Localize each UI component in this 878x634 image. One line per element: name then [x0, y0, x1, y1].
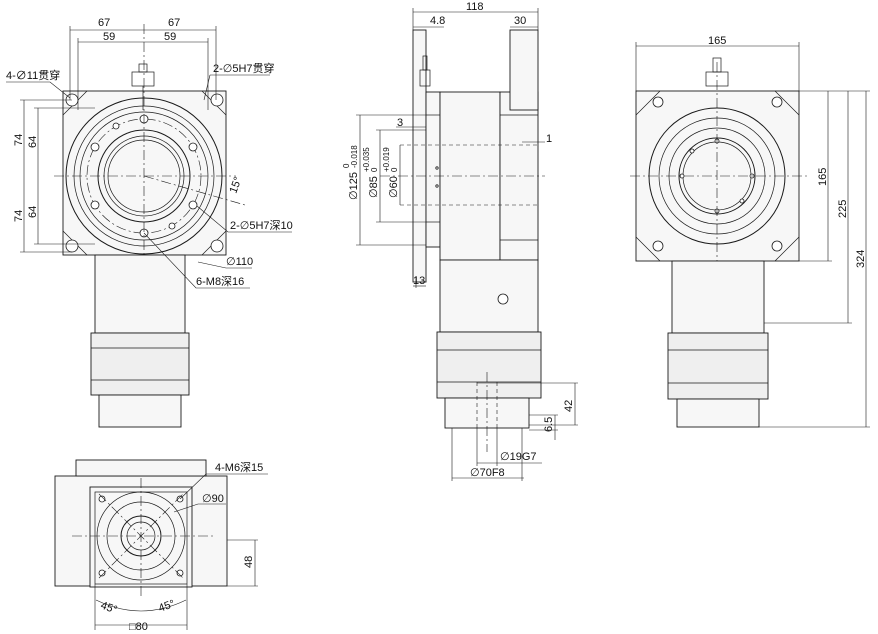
right-view	[630, 42, 870, 428]
side-tol-85-lower: 0	[370, 167, 379, 172]
side-tol-60-lower: 0	[390, 167, 399, 172]
bottom-angle-right: 45°	[157, 598, 177, 615]
side-dim-6-5: 6.5	[543, 417, 555, 432]
front-dim-74-bottom: 74	[13, 210, 25, 222]
side-dim-13: 13	[413, 275, 425, 287]
bottom-square-80: □80	[129, 621, 148, 633]
right-dim-225: 225	[837, 200, 849, 218]
side-dia-19: ∅19G7	[500, 451, 537, 463]
front-dim-67-left: 67	[98, 17, 110, 29]
front-view	[6, 24, 292, 428]
front-note-bolt-circle: ∅110	[226, 256, 253, 268]
front-dim-59-right: 59	[164, 31, 176, 43]
bottom-dim-48: 48	[243, 556, 255, 568]
front-dim-74-top: 74	[13, 134, 25, 146]
side-dia-85: ∅85	[368, 176, 380, 198]
bottom-view	[54, 459, 268, 630]
front-note-pin-depth: 2-∅5H7深10	[230, 219, 293, 232]
right-dim-165-top: 165	[708, 35, 726, 47]
bottom-dia-90: ∅90	[202, 493, 224, 505]
front-dim-67-right: 67	[168, 17, 180, 29]
bottom-note-tapped: 4-M6深15	[215, 461, 263, 474]
side-dim-3: 3	[397, 117, 403, 129]
side-dim-30: 30	[514, 15, 526, 27]
side-dia-125: ∅125	[348, 172, 360, 200]
front-angle-15: 15°	[228, 175, 245, 195]
right-dim-165-side: 165	[817, 168, 829, 186]
side-tol-85-upper: +0.035	[362, 147, 371, 172]
through-hole	[210, 93, 224, 107]
side-dim-42: 42	[563, 400, 575, 412]
side-dia-70: ∅70F8	[470, 467, 505, 479]
through-hole	[65, 239, 79, 253]
front-note-through-holes: 4-∅11贯穿	[6, 68, 60, 82]
front-dim-59-left: 59	[103, 31, 115, 43]
front-note-pin-through: 2-∅5H7贯穿	[213, 61, 275, 75]
side-dia-60: ∅60	[388, 176, 400, 198]
through-hole	[210, 239, 224, 253]
side-tol-60-upper: +0.019	[382, 147, 391, 172]
side-tol-125-lower: -0.018	[350, 145, 359, 168]
side-dim-4-8: 4.8	[430, 15, 445, 27]
side-view	[356, 8, 578, 481]
side-dim-118: 118	[466, 1, 484, 13]
side-dim-1: 1	[546, 133, 552, 145]
front-dim-64-top: 64	[27, 136, 39, 148]
right-dim-324: 324	[855, 250, 867, 268]
front-dim-64-bottom: 64	[27, 206, 39, 218]
bottom-angle-left: 45°	[99, 600, 119, 617]
front-note-tapped: 6-M8深16	[196, 275, 244, 288]
side-tol-125-upper: 0	[342, 163, 351, 168]
